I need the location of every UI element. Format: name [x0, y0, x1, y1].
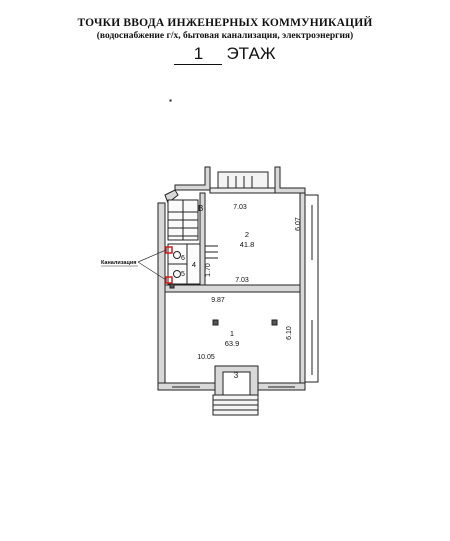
fixture-6 — [173, 251, 181, 259]
room1-area: 63.9 — [225, 339, 240, 348]
room3-number: 3 — [234, 371, 239, 380]
fixture-5 — [173, 270, 181, 278]
floor-label: ЭТАЖ — [226, 44, 276, 63]
room1-number: 1 — [230, 329, 234, 338]
room2-area: 41.8 — [240, 240, 255, 249]
sewer-label: Канализация — [101, 260, 136, 266]
top-wall-right — [274, 166, 306, 194]
top-wall — [174, 166, 211, 191]
room2-number: 2 — [245, 230, 249, 239]
dim-room2-bottom: 7.03 — [235, 277, 249, 284]
top-wall-mid — [209, 187, 276, 194]
dim-room1-right: 6.10 — [286, 326, 293, 340]
room5-number: 5 — [181, 271, 185, 278]
stair-label: В — [198, 204, 203, 213]
room4-number: 4 — [192, 260, 196, 269]
right-annex — [305, 194, 319, 383]
sewer-markers — [137, 246, 173, 284]
dim-room2-top: 7.03 — [233, 204, 247, 211]
floor-number: 1 — [174, 44, 223, 65]
dim-room2-right: 6.07 — [295, 217, 302, 231]
plan-subtitle: (водоснабжение г/х, бытовая канализация,… — [96, 31, 354, 41]
wall-room2-bottom — [164, 284, 301, 293]
dim-room1-top: 9.87 — [211, 297, 225, 304]
outer-wall — [157, 202, 166, 391]
dim-room1-bottom: 10.05 — [197, 354, 215, 361]
dim-room4-height: 1.70 — [205, 263, 212, 277]
plan-title: ТОЧКИ ВВОДА ИНЖЕНЕРНЫХ КОММУНИКАЦИЙ — [77, 17, 373, 29]
entrance-top — [217, 171, 269, 189]
room6-number: 6 — [181, 255, 185, 262]
